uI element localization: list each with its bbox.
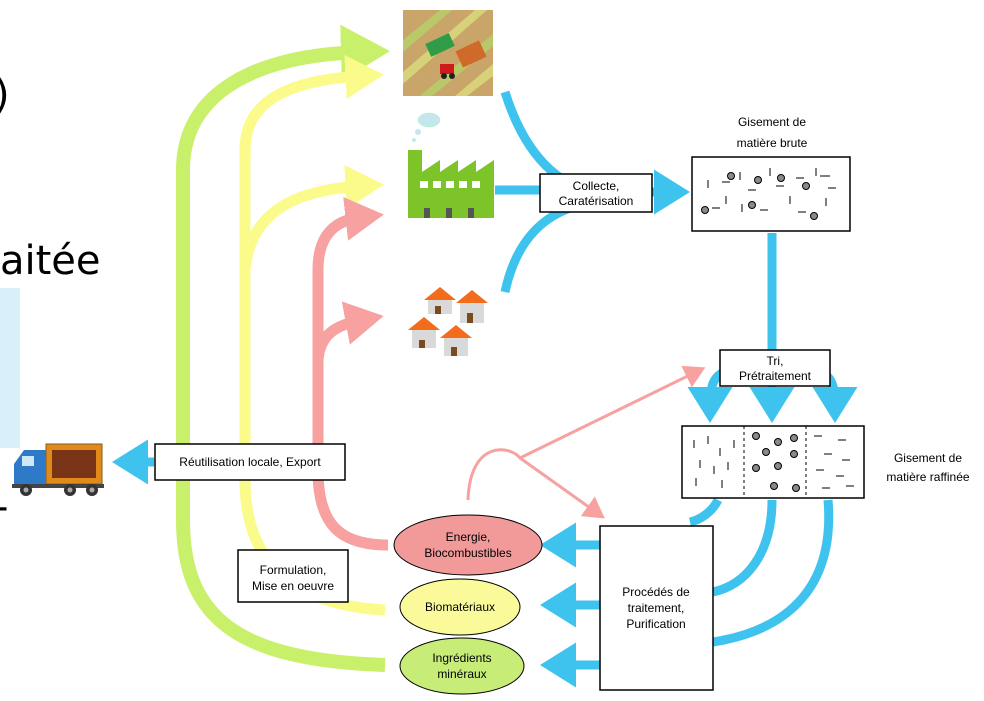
collecte-label-1: Collecte, <box>573 179 620 193</box>
raw-particles <box>701 168 836 220</box>
factory-icon <box>408 112 494 218</box>
energie-label-1: Energie, <box>446 530 491 544</box>
green-return-arrow <box>176 24 390 672</box>
pink-branch-houses <box>312 301 384 361</box>
reutilisation-box: Réutilisation locale, Export <box>154 443 346 481</box>
refined-particles <box>693 432 854 492</box>
ingredients-ellipse: Ingrédients minéraux <box>399 637 525 695</box>
blue-raffinee-to-procedes-3 <box>712 499 834 647</box>
tri-label-1: Tri, <box>767 354 784 368</box>
blue-raffinee-to-procedes-1 <box>688 497 723 527</box>
blue-houses-curve <box>500 200 582 293</box>
collecte-label-2: Caratérisation <box>559 194 634 208</box>
pink-thin-to-procedes <box>519 456 605 519</box>
energie-label-2: Biocombustibles <box>424 546 511 560</box>
pink-thin-to-tri <box>466 365 706 501</box>
formulation-label-2: Mise en oeuvre <box>252 579 334 593</box>
collecte-box: Collecte, Caratérisation <box>539 173 653 213</box>
side-panel <box>0 288 20 448</box>
procedes-label-1: Procédés de <box>622 585 690 599</box>
truck-icon <box>12 443 104 496</box>
blue-raffinee-to-procedes-2 <box>711 499 777 597</box>
formulation-label-1: Formulation, <box>260 563 327 577</box>
procedes-label-2: traitement, <box>628 601 685 615</box>
ingredients-label-2: minéraux <box>437 667 486 681</box>
deposit-raffinee: Gisement de matière raffinée <box>681 425 970 499</box>
energie-ellipse: Energie, Biocombustibles <box>393 514 543 576</box>
biomateriaux-label: Biomatériaux <box>425 600 495 614</box>
side-fragment-top: ) <box>0 72 10 118</box>
deposit-brute-label-2: matière brute <box>737 136 808 150</box>
pink-return-arrow <box>312 196 389 551</box>
deposit-brute: Gisement de matière brute <box>691 115 851 232</box>
houses-icon <box>408 287 488 356</box>
tri-box: Tri, Prétraitement <box>719 349 831 387</box>
deposit-brute-label-1: Gisement de <box>738 115 806 129</box>
side-fragment-middle: aitée <box>0 238 101 284</box>
side-fragment-lower: - <box>0 484 8 530</box>
formulation-box: Formulation, Mise en oeuvre <box>237 549 349 603</box>
procedes-label-3: Purification <box>626 617 685 631</box>
farm-field-icon <box>403 10 493 96</box>
reutilisation-label: Réutilisation locale, Export <box>179 455 321 469</box>
deposit-raffinee-label-1: Gisement de <box>894 451 962 465</box>
deposit-raffinee-label-2: matière raffinée <box>886 470 969 484</box>
biomateriaux-ellipse: Biomatériaux <box>399 578 521 636</box>
yellow-branch-factory <box>239 164 384 271</box>
ingredients-label-1: Ingrédients <box>432 651 491 665</box>
procedes-box: Procédés de traitement, Purification <box>599 525 714 691</box>
tri-label-2: Prétraitement <box>739 369 812 383</box>
